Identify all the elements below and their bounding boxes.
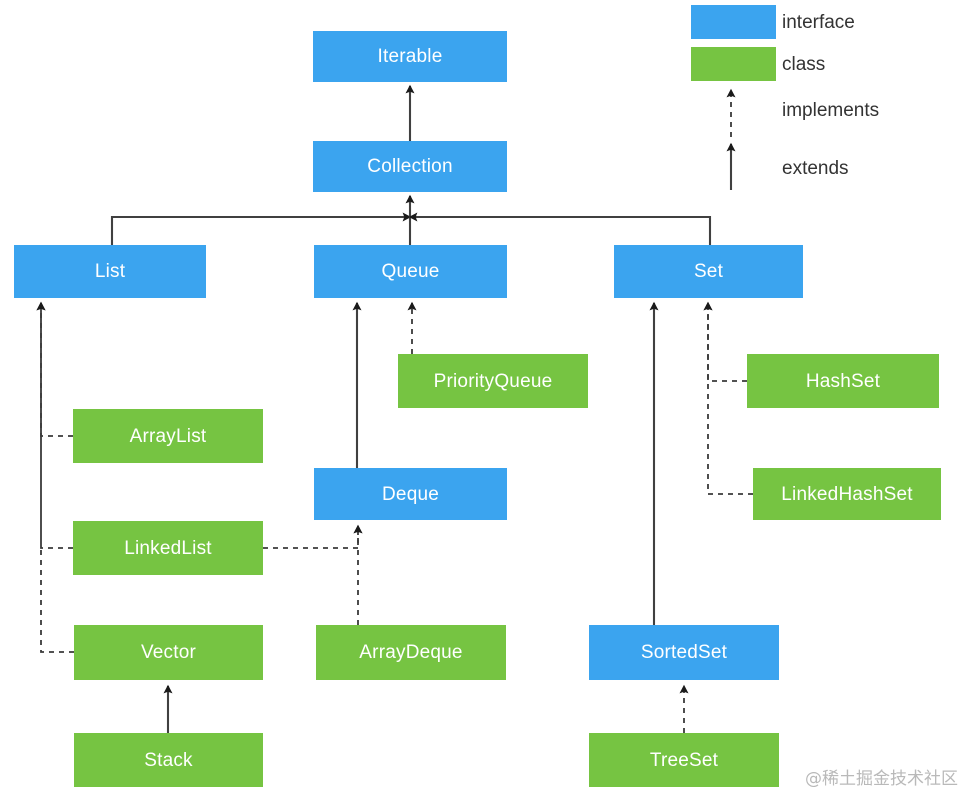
node-label: LinkedHashSet	[781, 483, 913, 505]
legend-label-extends: extends	[782, 158, 849, 179]
node-label: PriorityQueue	[433, 370, 553, 392]
edge-arraylist-to-list-implements	[36, 301, 73, 437]
node-iterable[interactable]: Iterable	[313, 31, 507, 82]
node-linkedhashset[interactable]: LinkedHashSet	[753, 468, 941, 520]
node-label: LinkedList	[124, 537, 212, 559]
node-priorityqueue[interactable]: PriorityQueue	[398, 354, 588, 408]
edge-vector-to-list-implements	[36, 301, 74, 653]
node-list[interactable]: List	[14, 245, 206, 298]
node-vector[interactable]: Vector	[74, 625, 263, 680]
node-arraydeque[interactable]: ArrayDeque	[316, 625, 506, 680]
node-label: Queue	[381, 261, 440, 282]
node-label: List	[94, 261, 126, 282]
watermark: @稀土掘金技术社区	[805, 769, 958, 789]
node-label: SortedSet	[640, 642, 728, 663]
legend-swatch-class	[691, 47, 776, 81]
legend-label-interface: interface	[782, 12, 855, 33]
node-sortedset[interactable]: SortedSet	[589, 625, 779, 680]
node-label: HashSet	[805, 370, 881, 392]
node-stack[interactable]: Stack	[74, 733, 263, 787]
node-label: Vector	[140, 642, 197, 663]
legend-label-implements: implements	[782, 100, 880, 121]
edge-set-to-collection-extends	[408, 212, 712, 245]
node-label: ArrayDeque	[359, 642, 463, 663]
node-linkedlist[interactable]: LinkedList	[73, 521, 263, 575]
node-label: Set	[693, 261, 724, 282]
node-label: TreeSet	[649, 749, 719, 771]
node-deque[interactable]: Deque	[314, 468, 507, 520]
node-queue[interactable]: Queue	[314, 245, 507, 298]
legend-label-class: class	[782, 54, 826, 75]
edge-linkedlist-to-list-implements	[36, 301, 73, 549]
node-arraylist[interactable]: ArrayList	[73, 409, 263, 463]
node-label: ArrayList	[129, 425, 207, 447]
edge-linkedlist-to-deque-implements	[263, 524, 363, 549]
node-treeset[interactable]: TreeSet	[589, 733, 779, 787]
legend-swatch-interface	[691, 5, 776, 39]
node-collection[interactable]: Collection	[313, 141, 507, 192]
node-hashset[interactable]: HashSet	[747, 354, 939, 408]
node-label: Stack	[144, 749, 193, 771]
node-label: Deque	[382, 483, 439, 505]
node-label: Collection	[367, 156, 453, 177]
edge-hashset-to-set-implements	[703, 301, 747, 382]
edge-linkedhashset-to-set-implements	[703, 301, 753, 495]
node-set[interactable]: Set	[614, 245, 803, 298]
node-label: Iterable	[377, 46, 443, 67]
edge-list-to-collection-extends	[110, 212, 412, 245]
